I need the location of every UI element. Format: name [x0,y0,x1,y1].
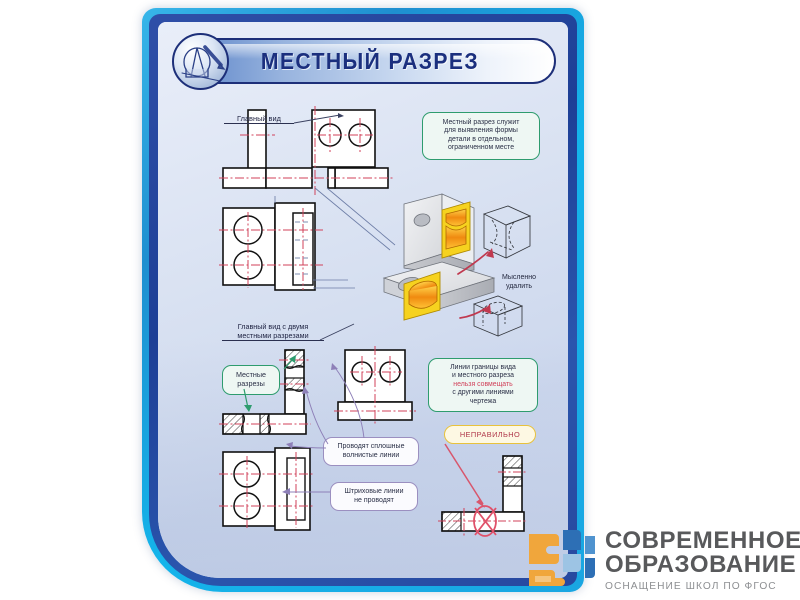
callout-local-sections: Местные разрезы [222,365,280,395]
callout-no-dashed: Штриховые линии не проводят [330,482,418,512]
arrows-local-sections [243,355,296,412]
callout-rule-no-merge: Линии границы вида и местного разреза не… [428,358,538,413]
leader-two-sections [319,323,355,341]
leader-main-view [293,113,344,124]
title-banner [184,38,556,84]
label-main-view: Главный вид [224,114,294,125]
page-title: МЕСТНЫЙ РАЗРЕЗ [260,47,480,74]
callout-definition: Местный разрез служит для выявления форм… [422,112,540,160]
annotation-mentally-remove: Мысленно удалить [502,274,536,291]
drawing-local-sections [205,340,416,540]
callout-incorrect: НЕПРАВИЛЬНО [444,425,536,445]
puzzle-blocks-icon [529,530,595,586]
drawing-incorrect-example [430,442,560,542]
drawing-main-view [215,100,415,300]
logo-line-1: СОВРЕМЕННОЕ [605,527,800,554]
logo-tagline: ОСНАЩЕНИЕ ШКОЛ ПО ФГОС [605,580,777,592]
label-main-view-two-sections: Главный вид с двумя местными разрезами [222,322,324,341]
compass-drafting-icon [172,33,229,90]
logo-line-2: ОБРАЗОВАНИЕ [605,551,797,579]
callout-wavy-lines: Проводят сплошные волнистые линии [323,437,419,467]
isometric-model [382,192,542,342]
brand-logo: СОВРЕМЕННОЕ ОБРАЗОВАНИЕ ОСНАЩЕНИЕ ШКОЛ П… [527,528,800,594]
leaders-white-callouts [282,363,365,495]
